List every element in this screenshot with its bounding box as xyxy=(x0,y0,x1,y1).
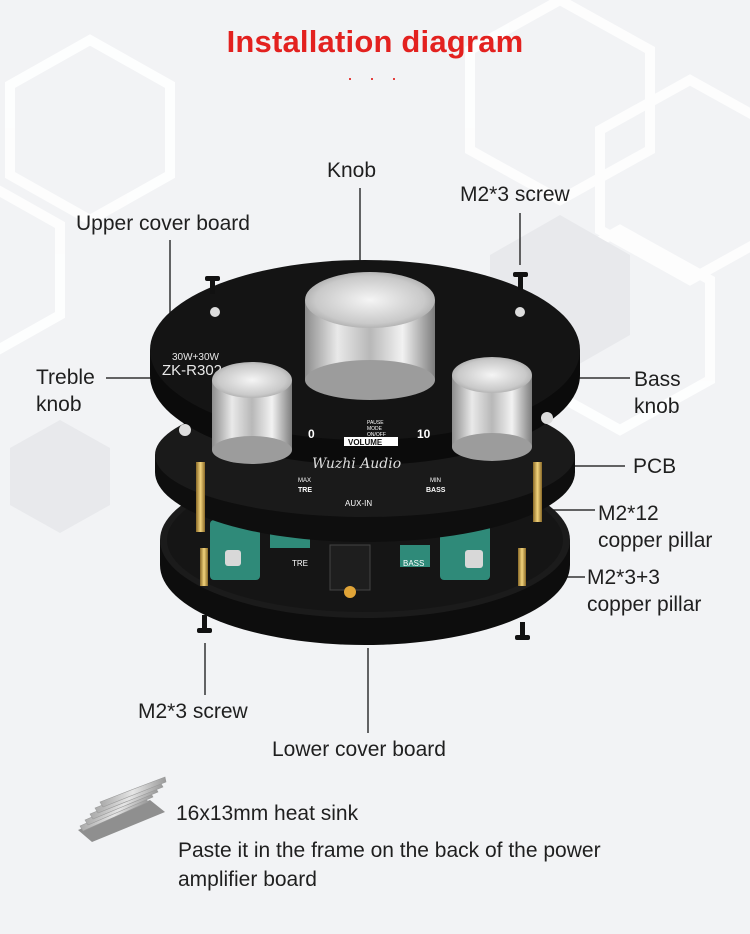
pcb-label: PCB xyxy=(633,455,677,478)
copper-pillars xyxy=(196,462,542,586)
copper-pillar-33-label: M2*3+3 copper pillar xyxy=(587,564,701,618)
pillar33-line1: M2*3+3 xyxy=(587,566,660,589)
volume-min-mark: 0 xyxy=(308,427,315,441)
heat-sink-note-line1: Paste it in the frame on the back of the… xyxy=(178,839,601,862)
treble-board-label: TRE xyxy=(298,487,312,494)
bass-knob-label: Bass knob xyxy=(634,366,681,420)
model-label: ZK-R302 xyxy=(162,362,222,379)
title-dots: . . . xyxy=(347,64,403,84)
mode-text-1: PAUSE xyxy=(367,420,384,426)
treble-knob xyxy=(212,362,292,464)
top-screws xyxy=(205,272,528,294)
pillar12-line2: copper pillar xyxy=(598,529,713,552)
treble-knob-label: Treble knob xyxy=(36,364,95,418)
bass-label-line1: Bass xyxy=(634,368,681,391)
treble-label-line1: Treble xyxy=(36,366,95,389)
bass-min-label: MIN xyxy=(430,478,441,484)
upper-cover-label: Upper cover board xyxy=(76,212,250,235)
treble-label-line2: knob xyxy=(36,393,82,416)
heat-sink-title: 16x13mm heat sink xyxy=(176,802,359,825)
page-title: Installation diagram xyxy=(226,24,524,59)
bottom-screws xyxy=(197,615,530,640)
pillar12-line1: M2*12 xyxy=(598,502,659,525)
mode-text-3: ON/OFF xyxy=(367,432,386,438)
heat-sink-note-line2: amplifier board xyxy=(178,868,317,891)
mode-text-2: MODE xyxy=(367,426,383,432)
copper-pillar-12-label: M2*12 copper pillar xyxy=(598,500,712,554)
volume-knob xyxy=(305,272,435,400)
lower-cover-label: Lower cover board xyxy=(272,738,446,761)
top-screw-label: M2*3 screw xyxy=(460,183,570,206)
aux-in-label: AUX-IN xyxy=(345,499,372,508)
volume-label: VOLUME xyxy=(348,438,383,447)
bass-knob xyxy=(452,357,532,461)
brand-label: Wuzhi Audio xyxy=(312,456,401,472)
volume-max-mark: 10 xyxy=(417,427,431,441)
heat-sink-image xyxy=(78,776,167,842)
treble-max-label: MAX xyxy=(298,478,311,484)
pcb-bass-label: BASS xyxy=(403,559,424,568)
knob-label: Knob xyxy=(327,159,377,182)
bass-board-label: BASS xyxy=(426,487,446,494)
bass-label-line2: knob xyxy=(634,395,680,418)
pcb-tre-label: TRE xyxy=(292,559,308,568)
bottom-screw-label: M2*3 screw xyxy=(138,700,248,723)
pillar33-line2: copper pillar xyxy=(587,593,702,616)
power-rating-label: 30W+30W xyxy=(172,352,220,363)
